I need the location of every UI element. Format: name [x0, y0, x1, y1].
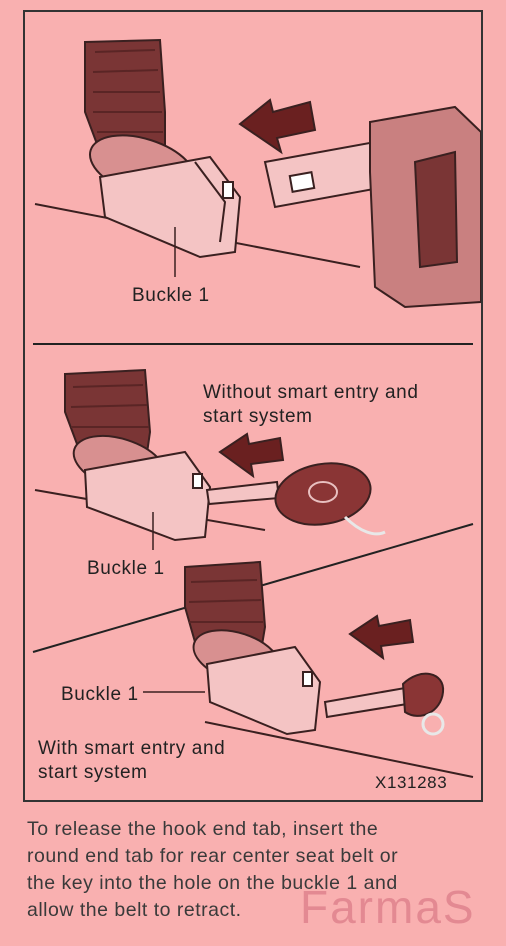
- illustration-frame: Buckle 1 Without smart entry and start s…: [23, 10, 483, 802]
- caption-line-2: round end tab for rear center seat belt …: [27, 843, 495, 870]
- panel-2-buckle-label: Buckle 1: [87, 558, 165, 580]
- panel-3-title-line1: With smart entry and: [38, 738, 225, 760]
- caption-line-4: allow the belt to retract.: [27, 897, 495, 924]
- panel-2-title-line1: Without smart entry and: [203, 382, 419, 404]
- panel-1-drawing: [35, 40, 481, 307]
- panel-1-buckle-label: Buckle 1: [132, 285, 210, 307]
- panel-2-title-line2: start system: [203, 406, 313, 428]
- figure-code: X131283: [375, 772, 447, 794]
- caption-text: To release the hook end tab, insert the …: [27, 816, 495, 924]
- caption-line-3: the key into the hole on the buckle 1 an…: [27, 870, 495, 897]
- panel-3-buckle-label: Buckle 1: [61, 684, 139, 706]
- caption-line-1: To release the hook end tab, insert the: [27, 816, 495, 843]
- panel-3-title-line2: start system: [38, 762, 148, 784]
